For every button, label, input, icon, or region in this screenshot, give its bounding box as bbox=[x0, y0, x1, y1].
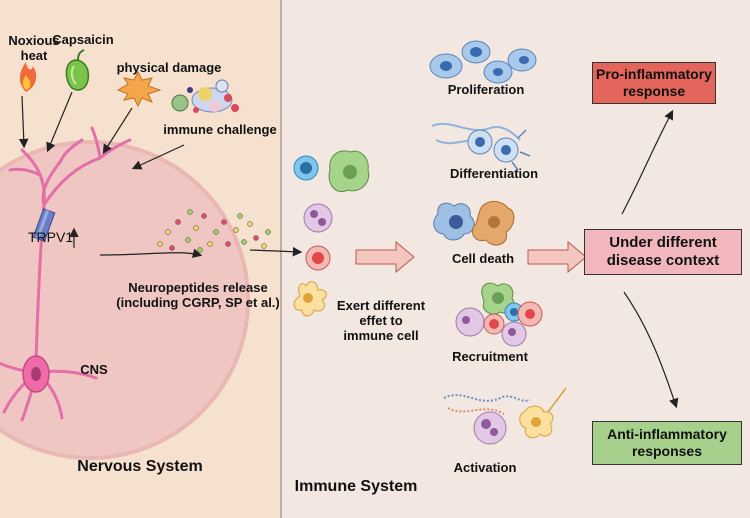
immune-challenge-label: immune challenge bbox=[163, 122, 277, 137]
noxious-heat-label: Noxious heat bbox=[8, 33, 60, 63]
cell-death-cells bbox=[433, 201, 515, 246]
activation-cells bbox=[443, 387, 567, 445]
proliferation-cells bbox=[429, 40, 537, 84]
capsaicin-label: Capsaicin bbox=[52, 32, 114, 47]
flame-icon bbox=[19, 62, 37, 92]
nervous-system-title: Nervous System bbox=[77, 458, 203, 475]
differentiation-cells bbox=[431, 122, 531, 171]
pro-inflammatory-box: Pro-inflammatory response bbox=[592, 62, 716, 104]
trpv1-label: TRPV1 bbox=[28, 229, 74, 245]
disease-context-box: Under different disease context bbox=[584, 229, 742, 275]
immune-system-title: Immune System bbox=[294, 478, 418, 495]
anti-inflammatory-box: Anti-inflammatory responses bbox=[592, 421, 742, 465]
trpv1-channel bbox=[32, 208, 56, 242]
outcome-activation: Activation bbox=[453, 460, 517, 475]
neuropeptide-dots bbox=[157, 209, 271, 253]
immune-cells-column bbox=[293, 150, 370, 317]
cns-region bbox=[0, 140, 250, 460]
physical-damage-label: physical damage bbox=[116, 60, 222, 75]
damage-burst-icon bbox=[116, 70, 162, 108]
block-arrows bbox=[355, 240, 587, 274]
exert-effect-label: Exert different effet to immune cell bbox=[336, 298, 426, 343]
outcome-differentiation: Differentiation bbox=[449, 166, 539, 181]
neuropeptides-release-label: Neuropeptides release (including CGRP, S… bbox=[116, 280, 280, 310]
chili-pepper-icon bbox=[65, 49, 90, 91]
cns-label: CNS bbox=[80, 362, 108, 377]
outcome-recruitment: Recruitment bbox=[452, 349, 528, 364]
immune-challenge-icon bbox=[171, 79, 239, 113]
outcome-cell-death: Cell death bbox=[451, 251, 515, 266]
outcome-proliferation: Proliferation bbox=[447, 82, 525, 97]
recruitment-cells bbox=[455, 282, 543, 347]
